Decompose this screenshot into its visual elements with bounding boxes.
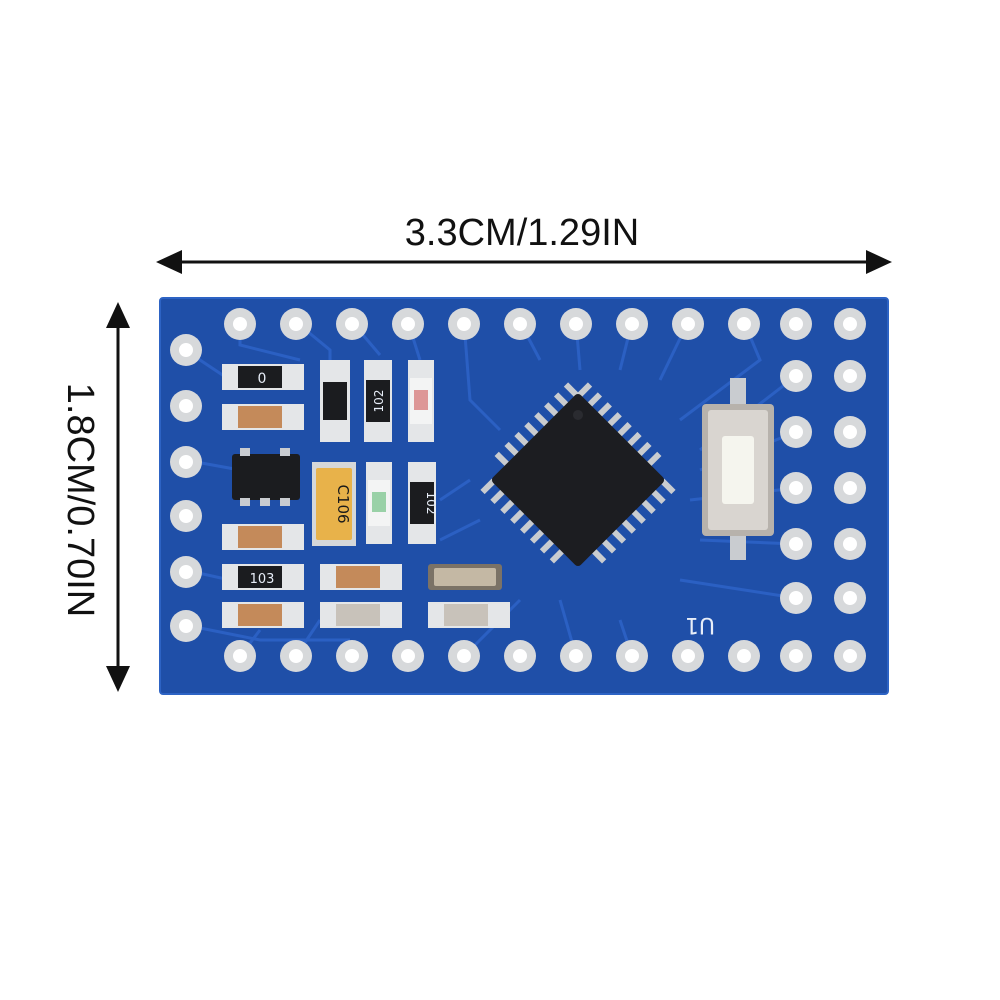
- left-header-pads: [170, 334, 202, 642]
- led-bottom: [366, 462, 392, 544]
- button-cap[interactable]: [722, 436, 754, 504]
- led-top: [408, 360, 434, 442]
- arrow-up-icon: [106, 302, 130, 328]
- capacitor-smd-3: [222, 602, 304, 628]
- width-dimension: 3.3CM/1.29IN: [156, 212, 892, 274]
- svg-text:0: 0: [258, 371, 267, 387]
- capacitor-smd-4: [320, 564, 402, 590]
- top-header-pads: [224, 308, 866, 340]
- resistor-102-a: 102: [364, 360, 392, 442]
- diode: [320, 360, 350, 442]
- pcb-board: 0 103: [159, 297, 889, 695]
- capacitor-smd-5: [320, 602, 402, 628]
- capacitor-smd-2: [222, 524, 304, 550]
- resistor-0: 0: [222, 364, 304, 390]
- bottom-header-pads: [224, 640, 866, 672]
- chip-ref-label: U1: [685, 612, 715, 637]
- arrow-left-icon: [156, 250, 182, 274]
- arrow-right-icon: [866, 250, 892, 274]
- svg-text:103: 103: [250, 572, 275, 587]
- microcontroller-chip: [480, 382, 676, 567]
- svg-text:102: 102: [424, 492, 438, 515]
- svg-text:102: 102: [372, 390, 386, 413]
- resistor-102-b: 102: [408, 462, 438, 544]
- right-inner-pads: [780, 360, 812, 614]
- svg-text:C106: C106: [334, 484, 352, 523]
- voltage-regulator: [232, 448, 300, 506]
- reset-button[interactable]: [702, 378, 774, 560]
- capacitor-smd-1: [222, 404, 304, 430]
- arrow-down-icon: [106, 666, 130, 692]
- capacitor-smd-6: [428, 602, 510, 628]
- resistor-103: 103: [222, 564, 304, 590]
- height-dimension: 1.8CM/0.70IN: [59, 302, 130, 692]
- tantalum-capacitor: C106: [312, 462, 356, 546]
- height-label: 1.8CM/0.70IN: [59, 383, 101, 617]
- right-outer-pads: [834, 360, 866, 614]
- crystal-resonator: [428, 564, 502, 590]
- width-label: 3.3CM/1.29IN: [405, 212, 639, 254]
